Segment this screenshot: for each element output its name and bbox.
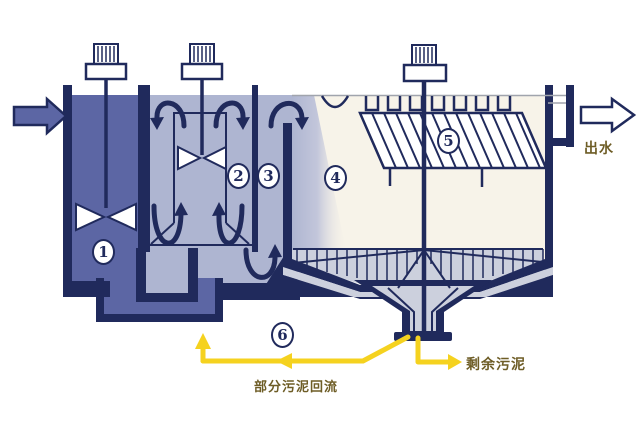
impeller-icon-2 <box>177 145 227 171</box>
zone-badge-6: 6 <box>271 322 294 348</box>
effluent-arrow-icon <box>579 96 637 134</box>
influent-arrow-icon <box>12 96 68 136</box>
label-sludge-return: 部分污泥回流 <box>254 380 339 395</box>
zone-badge-1: 1 <box>92 239 115 265</box>
collection-launders <box>364 96 512 112</box>
circulation-arrows <box>150 100 309 280</box>
label-effluent: 出水 <box>584 141 614 157</box>
sludge-sump <box>63 248 223 322</box>
zone-badge-4: 4 <box>324 165 347 191</box>
sludge-scraper-icon <box>292 248 553 289</box>
mixer-motor-icon-3 <box>402 44 448 333</box>
sludge-return-lines <box>195 333 462 370</box>
clarifier-waterline <box>292 94 566 109</box>
zone-badge-5: 5 <box>437 128 460 154</box>
label-excess-sludge: 剩余污泥 <box>466 357 526 373</box>
mixer-motor-icon-2 <box>180 43 224 155</box>
effluent-weir-box <box>548 85 574 147</box>
zone-badge-2: 2 <box>227 163 250 189</box>
mixer-motor-icon-1 <box>84 43 128 208</box>
zone-badge-3: 3 <box>257 163 280 189</box>
impeller-icon-1 <box>75 202 137 232</box>
